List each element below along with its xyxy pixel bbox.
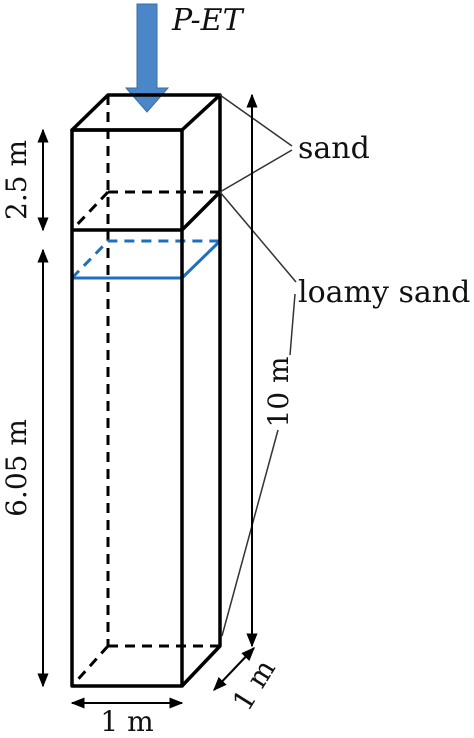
flux-label: P-ET: [171, 3, 245, 38]
height-label: 10 m: [262, 356, 295, 427]
width-label: 1 m: [100, 705, 153, 738]
depth-arrow: [213, 646, 255, 692]
water-table: [70, 239, 222, 280]
flux-arrow: [124, 3, 170, 113]
depth-label: 1 m: [226, 654, 282, 717]
hidden-edges: [70, 95, 220, 688]
sand-label: sand: [298, 131, 370, 166]
loamy-sand-label: loamy sand: [298, 275, 470, 310]
column-box: [70, 93, 222, 688]
loamy-depth-label: 6.05 m: [0, 419, 33, 517]
dimension-arrows: [37, 93, 258, 709]
sand-depth-label: 2.5 m: [0, 140, 33, 220]
